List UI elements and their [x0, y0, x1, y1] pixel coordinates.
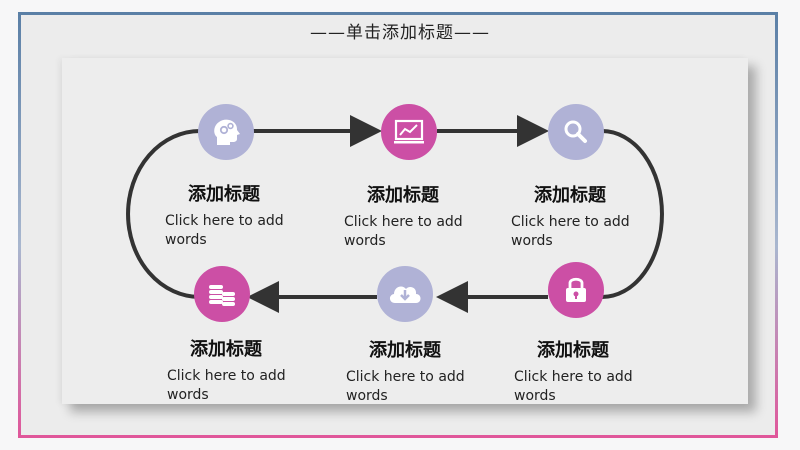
head-gears-icon — [214, 119, 240, 145]
step-6-title: 添加标题 — [537, 340, 609, 361]
curve-right — [601, 129, 664, 299]
step-3-text: Click here to add words — [511, 214, 630, 249]
step-5-title: 添加标题 — [369, 340, 441, 361]
step-1-label: 添加标题 Click here to add words — [165, 180, 335, 250]
step-4-text: Click here to add words — [167, 368, 286, 403]
step-5-text: Click here to add words — [346, 369, 465, 404]
coins-icon — [209, 285, 235, 306]
step-2-title: 添加标题 — [367, 185, 439, 206]
step-6-label: 添加标题 Click here to add words — [514, 336, 684, 406]
step-1-title: 添加标题 — [188, 184, 260, 205]
step-6-text: Click here to add words — [514, 369, 633, 404]
curve-left — [126, 129, 201, 299]
step-6-node — [548, 262, 604, 318]
step-4-node — [194, 266, 250, 322]
magnifier-icon — [564, 120, 587, 143]
slide-title: ——单击添加标题—— — [310, 23, 490, 43]
step-5-label: 添加标题 Click here to add words — [346, 336, 516, 406]
cloud-download-icon — [389, 286, 421, 303]
step-2-node — [381, 104, 437, 160]
step-1-node — [198, 104, 254, 160]
step-2-text: Click here to add words — [344, 214, 463, 249]
step-3-label: 添加标题 Click here to add words — [511, 181, 681, 251]
step-3-node — [548, 104, 604, 160]
step-4-label: 添加标题 Click here to add words — [167, 335, 337, 405]
chart-screen-icon — [394, 119, 424, 144]
step-4-title: 添加标题 — [190, 339, 262, 360]
step-3-title: 添加标题 — [534, 185, 606, 206]
step-5-node — [377, 266, 433, 322]
step-2-label: 添加标题 Click here to add words — [344, 181, 514, 251]
padlock-icon — [566, 277, 586, 302]
step-1-text: Click here to add words — [165, 213, 284, 248]
